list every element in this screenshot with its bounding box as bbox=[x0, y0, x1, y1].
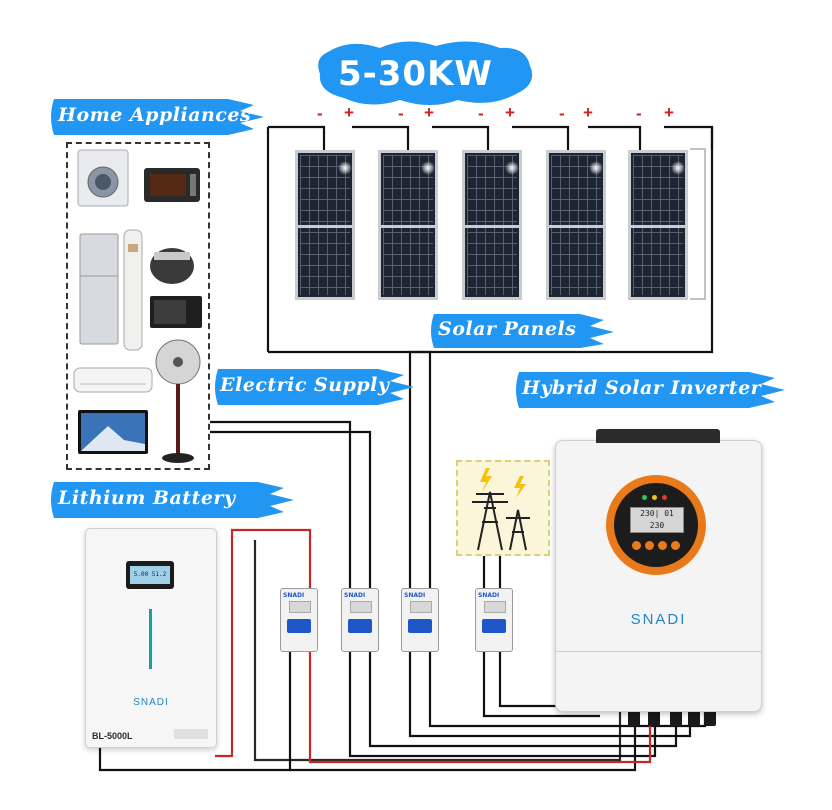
battery-positive-wire bbox=[308, 652, 652, 764]
inverter-control-panel: 230| 01 230 bbox=[606, 475, 706, 575]
inverter-terminal bbox=[704, 708, 716, 726]
solar-panel bbox=[546, 150, 606, 300]
lithium-battery-unit: 5.00 51.2 SNADI BL-5000L bbox=[85, 528, 217, 748]
capacity-banner-shape bbox=[318, 41, 533, 105]
circuit-breaker[interactable]: SNADI bbox=[341, 588, 379, 652]
solar-panels-label: Solar Panels bbox=[438, 318, 577, 340]
inverter-wire bbox=[482, 652, 600, 718]
battery-wire bbox=[98, 746, 290, 772]
electric-supply-label: Electric Supply bbox=[220, 374, 390, 396]
inverter-button[interactable] bbox=[632, 541, 641, 550]
polarity-positive: + bbox=[664, 103, 674, 122]
polarity-positive: + bbox=[344, 103, 354, 122]
inverter-terminal bbox=[670, 708, 682, 726]
battery-spec-label bbox=[174, 729, 208, 739]
battery-model: BL-5000L bbox=[92, 731, 133, 741]
washing-machine-icon bbox=[77, 149, 129, 207]
refrigerator-icon bbox=[79, 233, 119, 345]
lithium-battery-label: Lithium Battery bbox=[58, 487, 236, 509]
polarity-negative: - bbox=[559, 104, 565, 123]
toaster-oven-icon bbox=[144, 168, 200, 202]
battery-positive-wire bbox=[215, 528, 312, 758]
panel-string-wire bbox=[268, 350, 432, 588]
polarity-positive: + bbox=[583, 103, 593, 122]
panel-string-wire bbox=[664, 125, 714, 150]
inverter-button[interactable] bbox=[645, 541, 654, 550]
panel-string-wire bbox=[512, 125, 570, 150]
panel-string-wire bbox=[408, 127, 714, 588]
inverter-display: 230| 01 230 bbox=[630, 507, 684, 533]
television-icon bbox=[78, 410, 148, 454]
inverter-wire bbox=[288, 652, 637, 772]
solar-panels-tag-shape bbox=[431, 314, 614, 348]
supply-wire bbox=[210, 420, 352, 588]
solar-panel bbox=[295, 150, 355, 300]
battery-display-frame: 5.00 51.2 bbox=[126, 561, 174, 589]
capacity-label: 5-30KW bbox=[338, 54, 493, 94]
battery-wire bbox=[253, 540, 622, 762]
hybrid-inverter-unit: 230| 01 230 SNADI bbox=[555, 429, 762, 712]
inverter-terminal bbox=[628, 708, 640, 726]
solar-panel bbox=[378, 150, 438, 300]
inverter-brand: SNADI bbox=[630, 611, 687, 628]
battery-brand: SNADI bbox=[133, 697, 169, 708]
polarity-positive: + bbox=[505, 103, 515, 122]
solar-panel bbox=[462, 150, 522, 300]
circuit-breaker[interactable]: SNADI bbox=[475, 588, 513, 652]
inverter-button[interactable] bbox=[658, 541, 667, 550]
home-appliances-tag-shape bbox=[51, 99, 264, 135]
power-tower-icon bbox=[472, 468, 530, 551]
polarity-negative: - bbox=[398, 104, 404, 123]
panel-string-wire bbox=[588, 125, 642, 150]
panel-string-wire bbox=[268, 125, 326, 150]
polarity-negative: - bbox=[636, 104, 642, 123]
circuit-breaker[interactable]: SNADI bbox=[280, 588, 318, 652]
mounting-bracket bbox=[596, 429, 720, 443]
microwave-icon bbox=[150, 296, 202, 328]
inverter-terminal bbox=[648, 708, 660, 726]
standing-fan-icon bbox=[155, 339, 201, 463]
hybrid-inverter-label: Hybrid Solar Inverter bbox=[522, 377, 762, 399]
inverter-terminal bbox=[688, 708, 700, 726]
circuit-breaker[interactable]: SNADI bbox=[401, 588, 439, 652]
home-appliances-group bbox=[66, 142, 210, 470]
panel-frame-edge bbox=[690, 148, 706, 300]
electric-supply-tag-shape bbox=[215, 369, 414, 405]
polarity-positive: + bbox=[424, 103, 434, 122]
inverter-wire bbox=[348, 652, 657, 758]
inverter-wire bbox=[368, 652, 678, 748]
rice-cooker-icon bbox=[150, 248, 194, 284]
split-ac-icon bbox=[73, 367, 153, 393]
battery-status-strip bbox=[149, 609, 152, 669]
hybrid-inverter-tag-shape bbox=[516, 372, 785, 408]
appliance-icons bbox=[73, 149, 202, 463]
panel-string-wire bbox=[432, 125, 490, 150]
tower-ac-icon bbox=[123, 229, 143, 351]
supply-wire bbox=[210, 430, 372, 588]
battery-display: 5.00 51.2 bbox=[130, 566, 170, 584]
solar-panel bbox=[628, 150, 688, 300]
panel-string-wire bbox=[352, 125, 410, 150]
lithium-battery-tag-shape bbox=[51, 482, 294, 518]
utility-grid-box bbox=[456, 460, 550, 556]
inverter-button[interactable] bbox=[671, 541, 680, 550]
polarity-negative: - bbox=[317, 104, 323, 123]
polarity-negative: - bbox=[478, 104, 484, 123]
home-appliances-label: Home Appliances bbox=[58, 104, 252, 126]
